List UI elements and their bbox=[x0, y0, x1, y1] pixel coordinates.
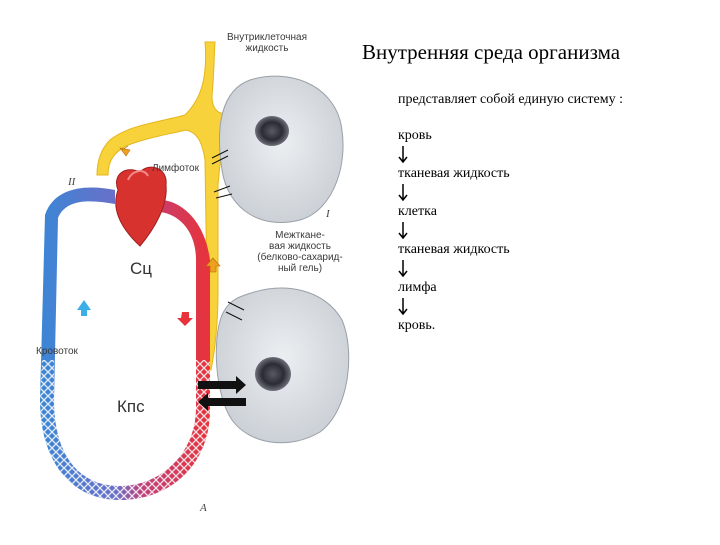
page-title: Внутренняя среда организма bbox=[362, 40, 620, 65]
nucleus-icon bbox=[255, 116, 289, 146]
chain-step: кровь. bbox=[398, 316, 698, 335]
nucleus-icon bbox=[255, 357, 291, 391]
heart-icon bbox=[116, 167, 166, 246]
arrow-up-icon bbox=[77, 300, 91, 316]
circulation-diagram: Внутриклеточная жидкость Лимфоток Межтка… bbox=[0, 0, 360, 540]
arrow-down-icon bbox=[177, 312, 193, 326]
arrow-down-icon bbox=[398, 259, 412, 278]
chain-step: тканевая жидкость bbox=[398, 240, 698, 259]
page-subtitle: представляет собой единую систему : bbox=[398, 92, 623, 108]
circulation-loop bbox=[40, 188, 210, 500]
arrow-down-icon bbox=[398, 297, 412, 316]
chain-step: клетка bbox=[398, 202, 698, 221]
chain-step: тканевая жидкость bbox=[398, 164, 698, 183]
label-roman-two: II bbox=[68, 176, 75, 188]
label-intracellular-fluid: Внутриклеточная жидкость bbox=[205, 32, 329, 54]
label-letter-a: А bbox=[200, 502, 207, 514]
chain-step: лимфа bbox=[398, 278, 698, 297]
arrow-down-icon bbox=[398, 183, 412, 202]
label-blood-flow: Кровоток bbox=[36, 346, 78, 357]
label-interstitial-fluid: Межткане- вая жидкость (белково-сахарид-… bbox=[250, 230, 350, 274]
chain-step: кровь bbox=[398, 126, 698, 145]
label-lymph-flow: Лимфоток bbox=[152, 163, 199, 174]
label-roman-one: I bbox=[326, 208, 330, 220]
label-capillaries: Кпс bbox=[117, 397, 145, 417]
system-chain: кровь тканевая жидкость клетка тканевая … bbox=[398, 126, 698, 335]
label-heart: Сц bbox=[130, 259, 152, 279]
arrow-down-icon bbox=[398, 145, 412, 164]
cell-bottom bbox=[216, 288, 348, 443]
arrow-down-icon bbox=[398, 221, 412, 240]
cell-top bbox=[219, 76, 343, 222]
